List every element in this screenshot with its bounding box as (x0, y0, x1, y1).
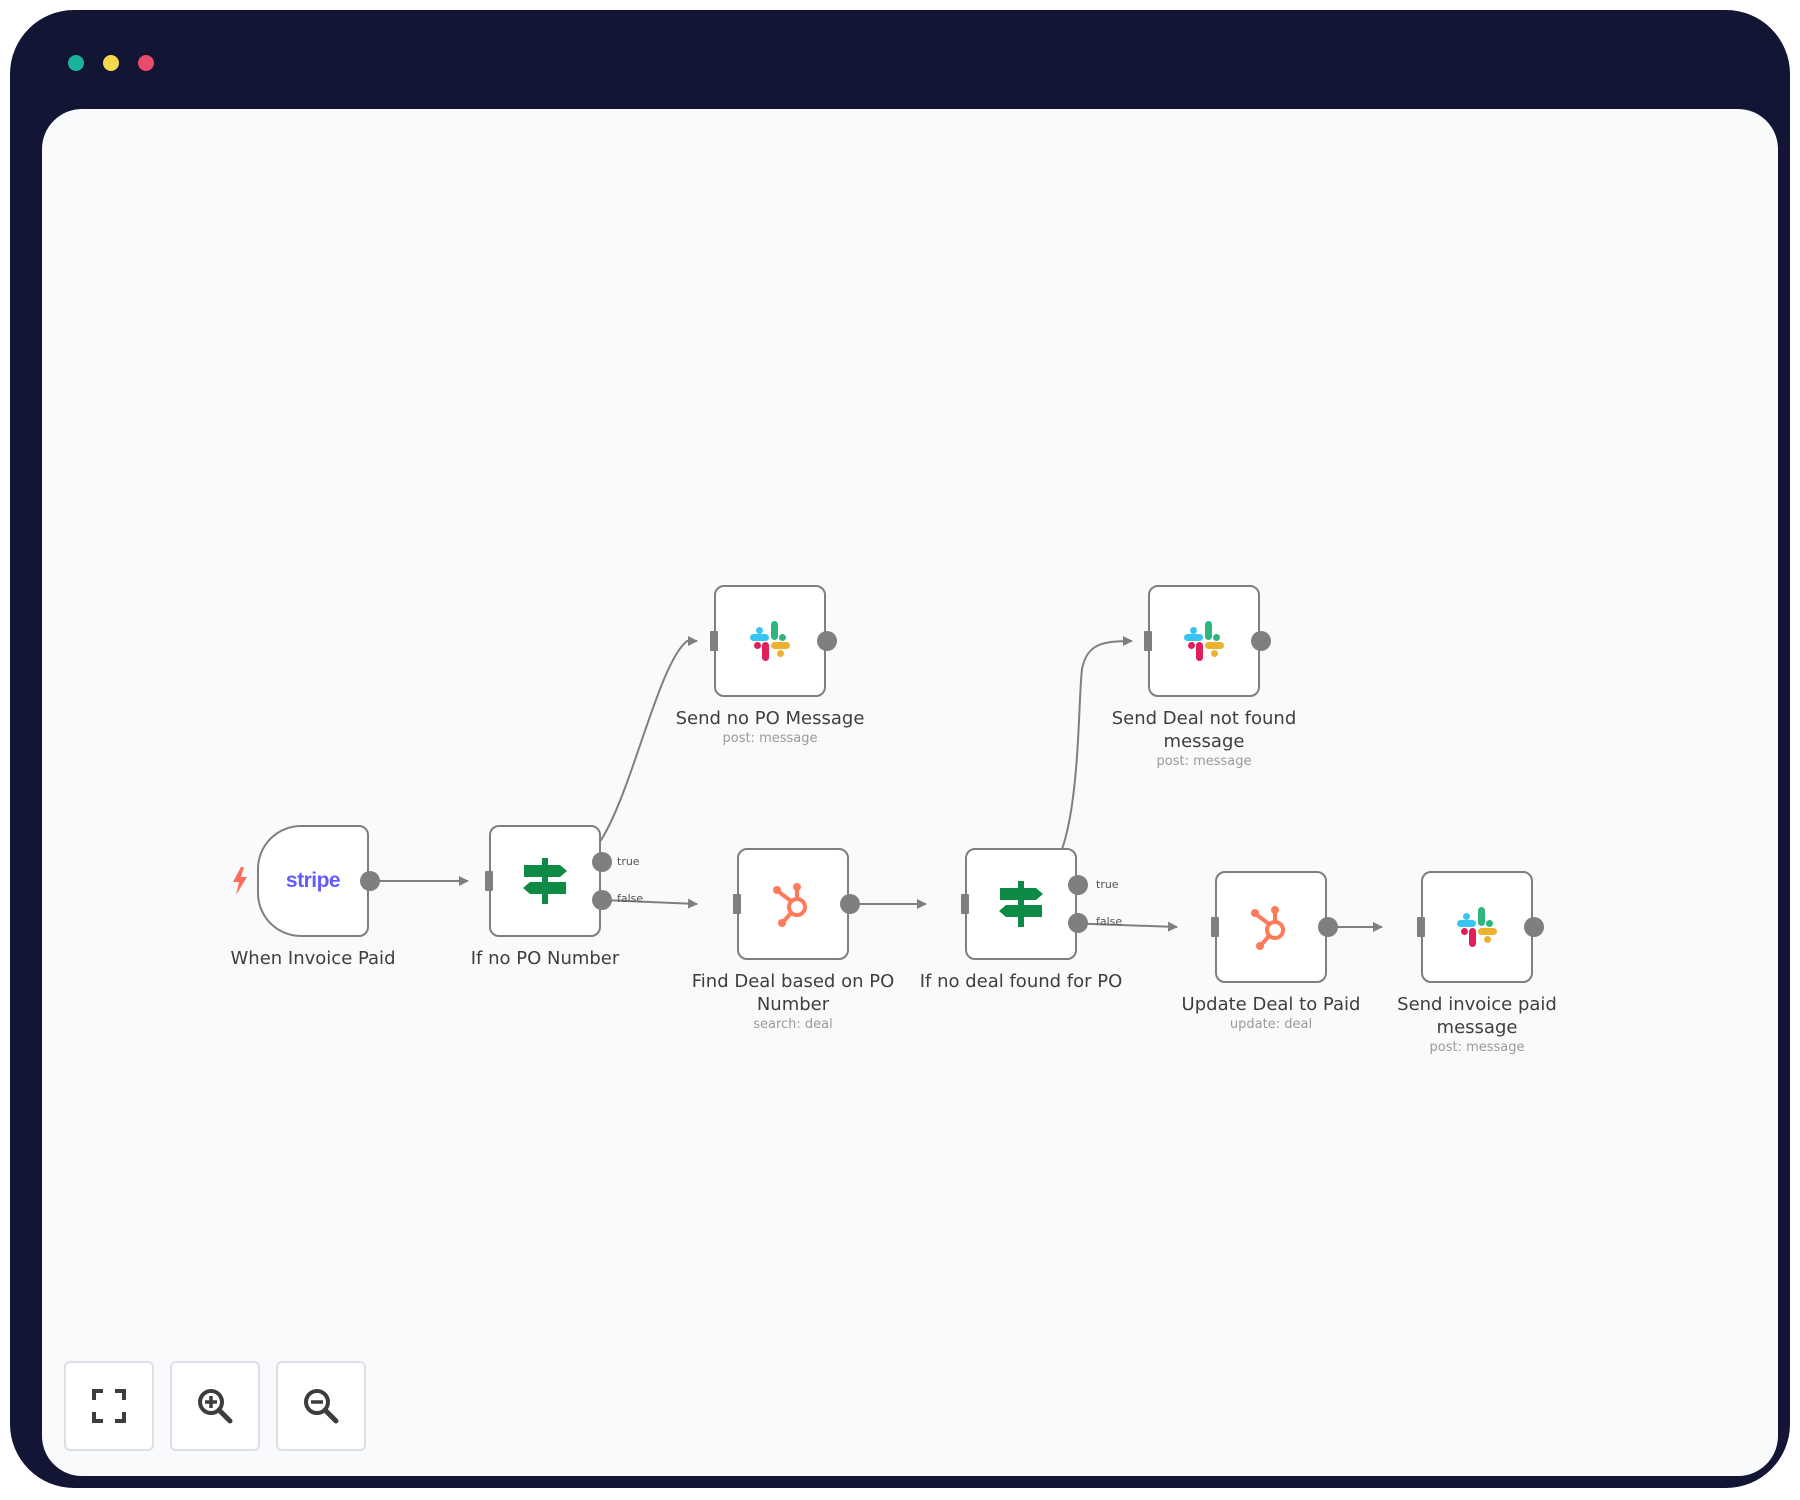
input-port[interactable] (1417, 917, 1425, 937)
output-port[interactable] (817, 631, 837, 651)
branch-label-true: true (617, 855, 640, 868)
branch-label-false: false (617, 892, 644, 905)
node-label-send-invoice-paid: Send invoice paid message post: message (1397, 994, 1557, 1055)
output-port-true[interactable] (592, 852, 612, 872)
app-window-frame: stripe When Invoice Paid true false If n… (10, 10, 1790, 1488)
node-label-update-deal-to-paid: Update Deal to Paid update: deal (1181, 994, 1361, 1032)
trigger-bolt-icon (233, 867, 247, 895)
slack-icon (716, 587, 824, 695)
workflow-connections (370, 636, 1383, 932)
output-port[interactable] (840, 894, 860, 914)
fullscreen-icon (92, 1389, 126, 1423)
hubspot-icon (1217, 873, 1325, 981)
input-port[interactable] (1211, 917, 1219, 937)
node-update-deal-to-paid[interactable] (1211, 871, 1338, 983)
node-when-invoice-paid[interactable]: stripe (257, 825, 380, 937)
output-port-true[interactable] (1068, 875, 1088, 895)
zoom-in-button[interactable] (170, 1361, 260, 1451)
window-maximize-dot[interactable] (138, 55, 154, 71)
window-minimize-dot[interactable] (103, 55, 119, 71)
node-find-deal[interactable] (733, 848, 860, 960)
node-label-send-no-po-message: Send no PO Message post: message (675, 708, 865, 746)
node-label-when-invoice-paid: When Invoice Paid (230, 948, 396, 969)
node-label-if-no-deal-found: If no deal found for PO (919, 971, 1123, 992)
output-port[interactable] (1318, 917, 1338, 937)
node-if-no-po-number[interactable] (485, 825, 612, 937)
output-port[interactable] (1524, 917, 1544, 937)
input-port[interactable] (485, 871, 493, 891)
output-port-false[interactable] (592, 890, 612, 910)
signpost-icon (967, 850, 1075, 958)
node-send-no-po-message[interactable] (710, 585, 837, 697)
output-port[interactable] (1251, 631, 1271, 651)
input-port[interactable] (733, 894, 741, 914)
node-if-no-deal-found[interactable] (961, 848, 1088, 960)
input-port[interactable] (961, 894, 969, 914)
zoom-out-icon (304, 1389, 339, 1424)
node-send-deal-not-found[interactable] (1144, 585, 1271, 697)
window-close-dot[interactable] (68, 55, 84, 71)
input-port[interactable] (1144, 631, 1152, 651)
node-label-send-deal-not-found: Send Deal not found message post: messag… (1111, 708, 1297, 769)
output-port[interactable] (360, 871, 380, 891)
output-port-false[interactable] (1068, 913, 1088, 933)
fit-view-button[interactable] (64, 1361, 154, 1451)
node-label-find-deal: Find Deal based on PO Number search: dea… (691, 971, 895, 1032)
zoom-in-icon (198, 1389, 233, 1424)
node-send-invoice-paid[interactable] (1417, 871, 1544, 983)
workflow-canvas[interactable]: stripe When Invoice Paid true false If n… (42, 109, 1778, 1476)
node-label-if-no-po-number: If no PO Number (470, 948, 620, 969)
slack-icon (1150, 587, 1258, 695)
input-port[interactable] (710, 631, 718, 651)
branch-label-false: false (1096, 915, 1123, 928)
branch-label-true: true (1096, 878, 1119, 891)
hubspot-icon (739, 850, 847, 958)
stripe-icon: stripe (285, 869, 341, 892)
slack-icon (1423, 873, 1531, 981)
zoom-out-button[interactable] (276, 1361, 366, 1451)
signpost-icon (491, 827, 599, 935)
